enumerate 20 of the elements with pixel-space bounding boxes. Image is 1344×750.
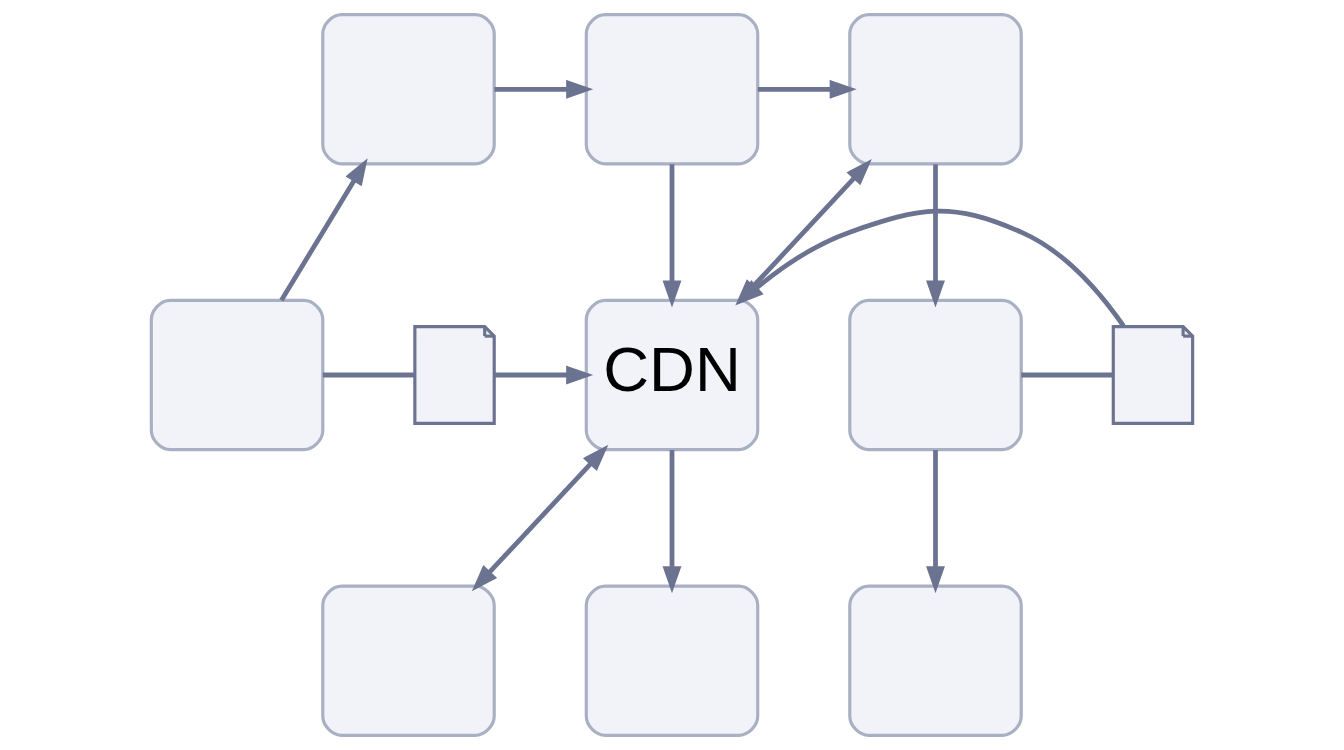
connector	[322, 372, 415, 378]
node-box	[584, 584, 760, 737]
arrow	[757, 79, 857, 99]
arrow	[471, 444, 609, 592]
arrow	[926, 450, 945, 594]
node-box	[149, 298, 325, 452]
arrow	[662, 164, 682, 308]
node-box	[584, 13, 760, 166]
arrow	[926, 164, 945, 308]
arrow	[279, 158, 368, 302]
arrow	[494, 365, 594, 385]
node-box	[848, 584, 1023, 737]
node-box	[848, 298, 1023, 452]
arrow	[662, 450, 682, 594]
arrow	[494, 79, 594, 99]
node-box	[321, 584, 496, 737]
node-box	[321, 13, 496, 166]
node-box: CDN	[584, 298, 760, 452]
connector	[1021, 372, 1113, 378]
node-box	[848, 13, 1023, 166]
